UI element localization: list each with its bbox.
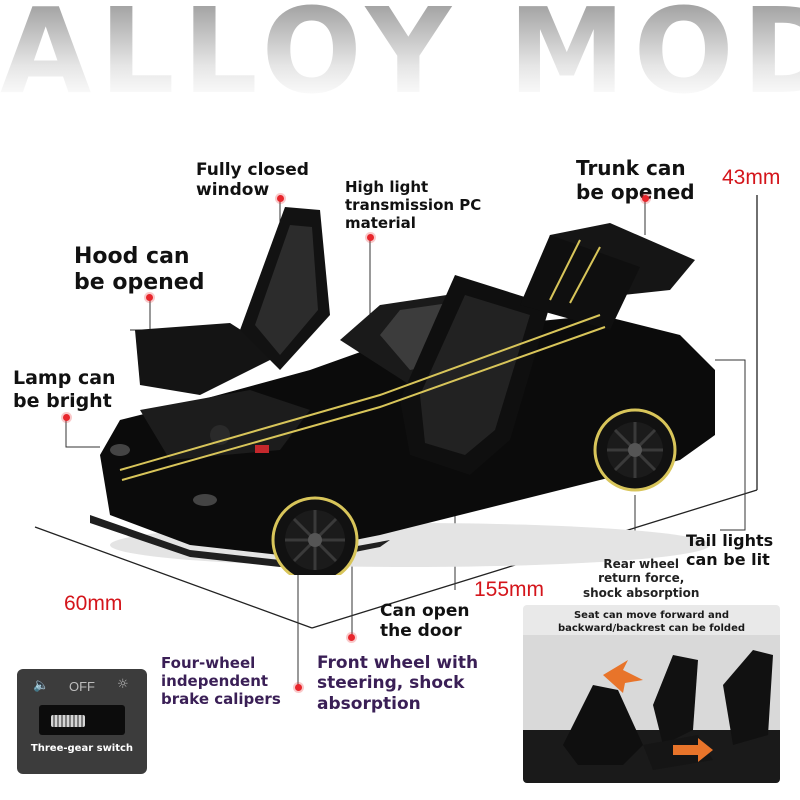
switch-caption: Three-gear switch <box>30 743 134 754</box>
light-icon: ☼ <box>117 677 129 692</box>
label-lamp: Lamp can be bright <box>13 367 116 412</box>
marker-pc-material <box>367 234 374 241</box>
label-window: Fully closed window <box>196 160 309 201</box>
label-trunk: Trunk can be opened <box>576 156 695 204</box>
label-calipers: Four-wheel independent brake calipers <box>161 654 281 708</box>
speaker-icon: 🔈 <box>33 678 50 693</box>
marker-window <box>277 195 284 202</box>
label-pc-material: High light transmission PC material <box>345 178 482 232</box>
car-illustration <box>90 207 715 575</box>
marker-calipers <box>295 684 302 691</box>
seat-caption: Seat can move forward and backward/backr… <box>557 610 746 634</box>
marker-door <box>348 634 355 641</box>
dimension-length: 155mm <box>474 578 545 601</box>
headline: ALLOY MODEL <box>0 0 800 102</box>
switch-knob <box>51 715 85 727</box>
label-tail-lights: Tail lights can be lit <box>686 531 774 570</box>
dimension-width: 60mm <box>64 592 123 615</box>
seat-panel: Seat can move forward and backward/backr… <box>523 605 780 783</box>
switch-panel: 🔈 OFF ☼ Three-gear switch <box>17 669 147 774</box>
marker-hood <box>146 294 153 301</box>
label-rear-wheel: Rear wheel return force, shock absorptio… <box>583 557 700 600</box>
marker-lamp <box>63 414 70 421</box>
dimension-height: 43mm <box>722 166 781 189</box>
marker-trunk <box>642 195 649 202</box>
seat-illustration <box>523 635 780 783</box>
label-door: Can open the door <box>380 601 470 642</box>
label-hood: Hood can be opened <box>74 244 205 296</box>
switch-state-label: OFF <box>69 679 95 694</box>
label-front-wheel: Front wheel with steering, shock absorpt… <box>317 653 479 714</box>
switch-track <box>39 705 125 735</box>
